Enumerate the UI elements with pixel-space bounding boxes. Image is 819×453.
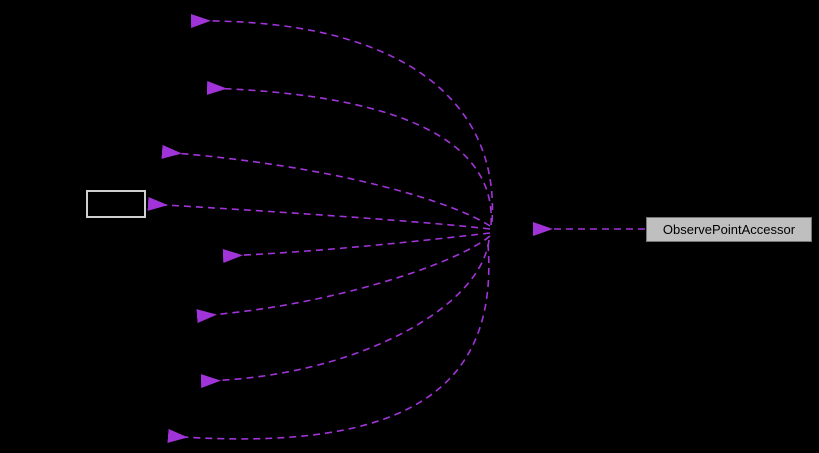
fan-edge-4 <box>147 196 491 230</box>
unlabeled-node[interactable] <box>86 190 146 218</box>
fan-edge-1 <box>190 14 494 223</box>
fan-edge-7 <box>200 239 490 389</box>
observepointaccessor-node[interactable]: ObservePointAccessor <box>646 217 812 242</box>
fan-edge-6 <box>196 235 491 324</box>
fan-edge-2 <box>206 80 492 226</box>
fan-edge-3 <box>161 144 491 227</box>
fan-edge-8 <box>167 243 490 443</box>
fan-edge-5 <box>222 232 491 264</box>
